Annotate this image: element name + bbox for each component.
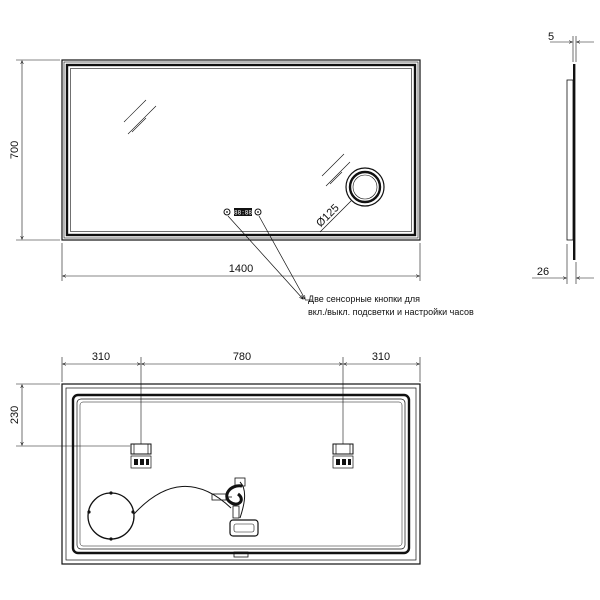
cable-exit — [233, 551, 249, 558]
callout-line-1: Две сенсорные кнопки для — [308, 294, 420, 304]
magnifier-housing — [87, 491, 135, 541]
mount-height-dimension — [16, 383, 130, 447]
front-view: Ø125 88:88 Две сенсорные кнопки для вкл.… — [9, 59, 474, 317]
thickness-dimension — [550, 36, 594, 62]
rear-panel-outer — [71, 393, 411, 555]
rear-panel-core — [79, 401, 403, 547]
side-profile-body — [566, 79, 574, 241]
rear-left-offset-label: 310 — [92, 351, 110, 363]
rear-horizontal-dimensions — [61, 357, 421, 444]
thickness-dimension-label: 5 — [548, 31, 554, 43]
rear-outer-frame — [61, 383, 421, 565]
reflection-hatch-left — [123, 99, 157, 135]
led-strip-inner — [70, 68, 412, 232]
magnifier-mirror — [319, 167, 385, 233]
callout-leaders — [227, 215, 312, 301]
led-strip-outer — [65, 63, 417, 237]
reflection-hatch-right — [321, 153, 351, 187]
rear-center-label: 780 — [233, 351, 251, 363]
mount-bracket-right — [332, 443, 354, 469]
clock-display-digits: 88:88 — [234, 210, 252, 217]
rear-right-offset-label: 310 — [372, 351, 390, 363]
mount-bracket-left — [130, 443, 152, 469]
clock-display: 88:88 — [234, 208, 252, 217]
width-dimension — [61, 243, 421, 281]
height-dimension-label: 700 — [9, 141, 21, 159]
height-dimension — [16, 59, 60, 241]
depth-dimension-label: 26 — [537, 266, 549, 278]
rear-view: 310 780 310 230 — [9, 351, 421, 565]
magnifier-cable — [133, 486, 232, 515]
width-dimension-label: 1400 — [229, 263, 253, 275]
mirror-outer-frame — [61, 59, 421, 241]
magnifier-diameter-label: Ø125 — [314, 202, 342, 230]
touch-button-left — [223, 208, 231, 216]
depth-dimension — [532, 244, 594, 284]
rear-frame-inner — [65, 387, 417, 561]
touch-button-right — [254, 208, 262, 216]
side-profile-glass — [573, 64, 576, 260]
power-supply-unit — [211, 477, 259, 537]
side-view: 5 26 — [532, 31, 594, 284]
callout-line-2: вкл./выкл. подсветки и настройки часов — [308, 307, 474, 317]
rear-panel-inner — [76, 398, 406, 550]
mirror-glass-edge — [63, 61, 419, 239]
mount-height-label: 230 — [9, 406, 21, 424]
